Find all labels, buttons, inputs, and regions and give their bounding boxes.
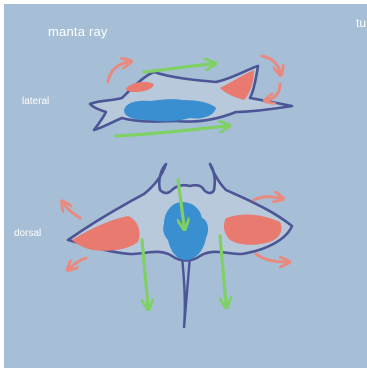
lateral-movement-arrow-right-top [262,56,280,72]
dorsal-movement-arrow-left-top [64,204,80,218]
dorsal-movement-arrow-right-bottom [256,254,286,262]
dorsal-tail [182,256,190,328]
lateral-body-outline [90,66,292,130]
dorsal-view [64,164,292,328]
lateral-flow-arrow-bottom [116,126,226,136]
diagram-canvas: manta ray tu lateral dorsal [4,4,367,368]
manta-ray-illustration [4,4,367,368]
lateral-view [90,56,292,136]
dorsal-movement-arrow-right-top [254,197,280,200]
lateral-movement-arrow-right-bottom [268,84,280,100]
lateral-movement-arrow-left [108,62,128,82]
dorsal-movement-arrow-left-bottom [70,258,86,268]
lateral-flow-arrow-top [144,64,212,72]
